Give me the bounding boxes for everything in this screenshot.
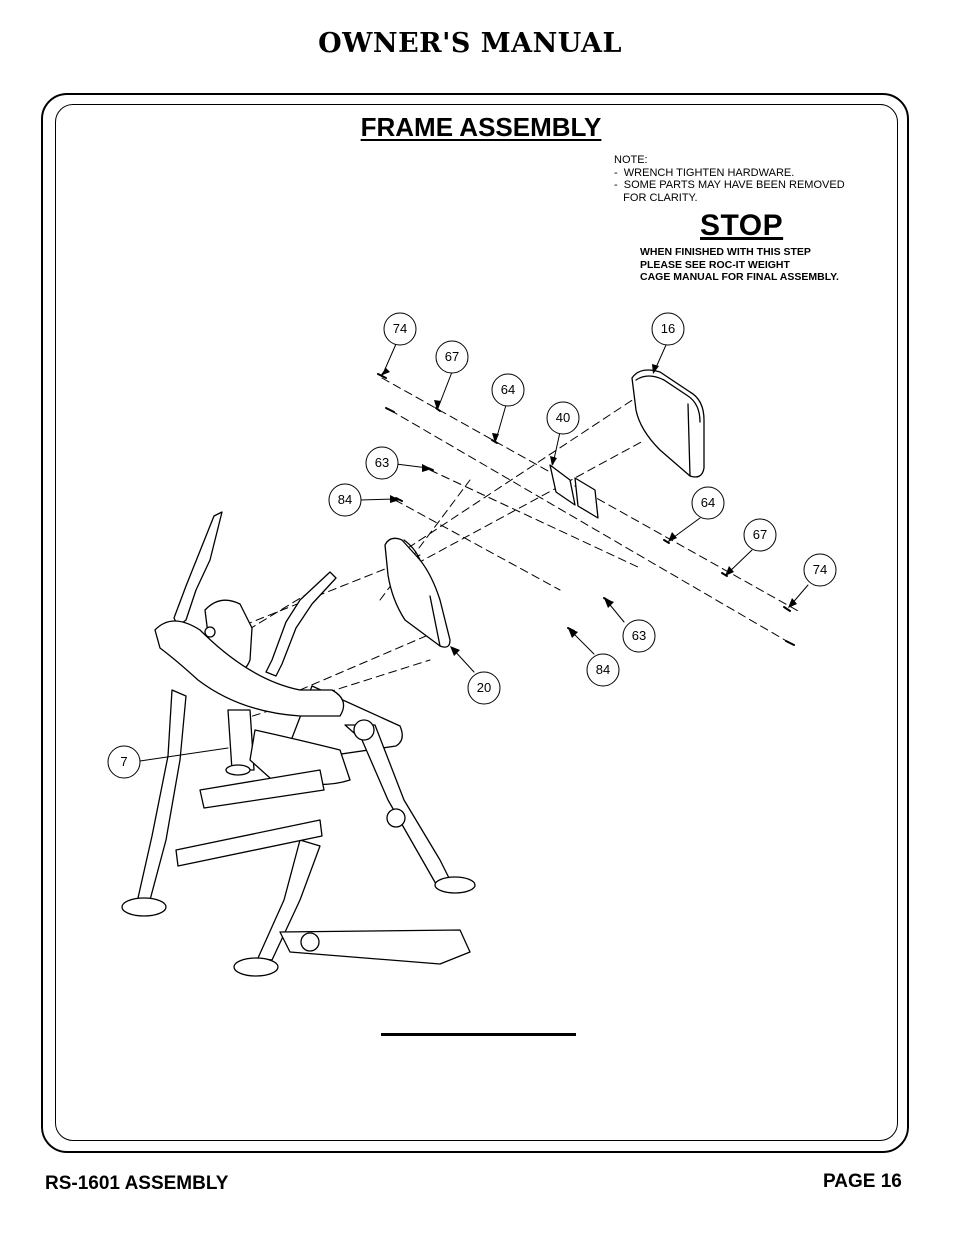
note-line: - WRENCH TIGHTEN HARDWARE.	[614, 166, 795, 179]
callout-label: 74	[393, 321, 407, 336]
divider-rule	[381, 1033, 576, 1036]
section-title: FRAME ASSEMBLY	[360, 112, 602, 142]
callout-label: 84	[338, 492, 352, 507]
callout-label: 84	[596, 662, 610, 677]
footer-page-number: PAGE 16	[823, 1171, 902, 1192]
callout-label: 7	[120, 754, 127, 769]
callout-label: 74	[813, 562, 827, 577]
stop-line: PLEASE SEE ROC-IT WEIGHT	[640, 258, 790, 271]
note-line: FOR CLARITY.	[614, 191, 698, 204]
footer-assembly-label: RS-1601 ASSEMBLY	[45, 1173, 229, 1194]
callout-label: 16	[661, 321, 675, 336]
stop-line: CAGE MANUAL FOR FINAL ASSEMBLY.	[640, 271, 839, 283]
note-block: NOTE: - WRENCH TIGHTEN HARDWARE. - SOME …	[614, 154, 894, 204]
inner-frame	[55, 104, 898, 1141]
callout-label: 40	[556, 410, 570, 425]
callout-label: 67	[753, 527, 767, 542]
note-line: NOTE:	[614, 154, 648, 166]
note-line: - SOME PARTS MAY HAVE BEEN REMOVED	[614, 179, 845, 191]
stop-heading: STOP	[700, 209, 784, 242]
callout-label: 63	[375, 455, 389, 470]
callout-label: 20	[477, 680, 491, 695]
page-header-title: OWNER'S MANUAL	[318, 28, 622, 59]
callout-label: 67	[445, 349, 459, 364]
callout-label: 63	[632, 628, 646, 643]
callout-label: 64	[501, 382, 515, 397]
callout-label: 64	[701, 495, 715, 510]
outer-frame	[41, 93, 909, 1153]
stop-instructions: WHEN FINISHED WITH THIS STEP PLEASE SEE …	[640, 246, 900, 284]
stop-line: WHEN FINISHED WITH THIS STEP	[640, 246, 811, 258]
